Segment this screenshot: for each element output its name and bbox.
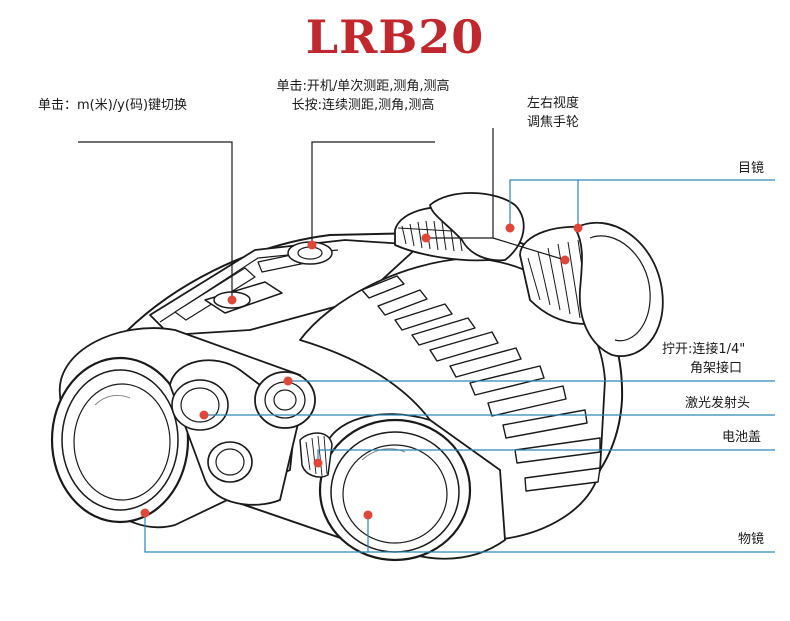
callout-dot-focus-right — [560, 255, 570, 265]
leader-power-button — [311, 141, 435, 245]
label-laser-emitter: 激光发射头 — [685, 396, 751, 411]
label-power-line1: 单击:开机/单次测距,测角,测高 — [276, 79, 450, 94]
leader-objective-left — [144, 513, 368, 553]
leader-m-y-switch — [78, 141, 233, 300]
label-battery-cover: 电池盖 — [722, 430, 762, 445]
callout-dot-tripod-socket — [283, 376, 293, 386]
label-power-line2: 长按:连续测距,测角,测高 — [291, 98, 435, 113]
callout-dot-eyepiece-right — [573, 223, 583, 233]
leader-focus-wheel-right — [492, 237, 566, 261]
label-tripod-line2: 角架接口 — [690, 361, 743, 376]
callout-dot-focus-left — [421, 233, 431, 243]
callout-dot-m-y-button — [227, 295, 237, 305]
callout-dot-laser-emitter — [199, 410, 209, 420]
callout-dot-battery-cover — [313, 458, 323, 468]
label-focus-line1: 左右视度 — [526, 96, 579, 111]
label-objective: 物镜 — [738, 532, 765, 547]
leader-eyepiece-left — [509, 179, 775, 228]
product-title: LRB20 — [305, 10, 485, 64]
label-eyepiece: 目镜 — [738, 161, 765, 176]
binocular-illustration — [50, 192, 664, 562]
callout-dot-eyepiece-left — [505, 223, 515, 233]
label-focus-line2: 调焦手轮 — [526, 115, 579, 130]
label-tripod-line1: 拧开:连接1/4" — [662, 342, 746, 357]
callout-dot-power-button — [307, 240, 317, 250]
label-m-y-switch: 单击：m(米)/y(码)键切换 — [38, 98, 188, 113]
callout-dot-objective-left — [140, 508, 150, 518]
callout-dot-objective-right — [363, 510, 373, 520]
